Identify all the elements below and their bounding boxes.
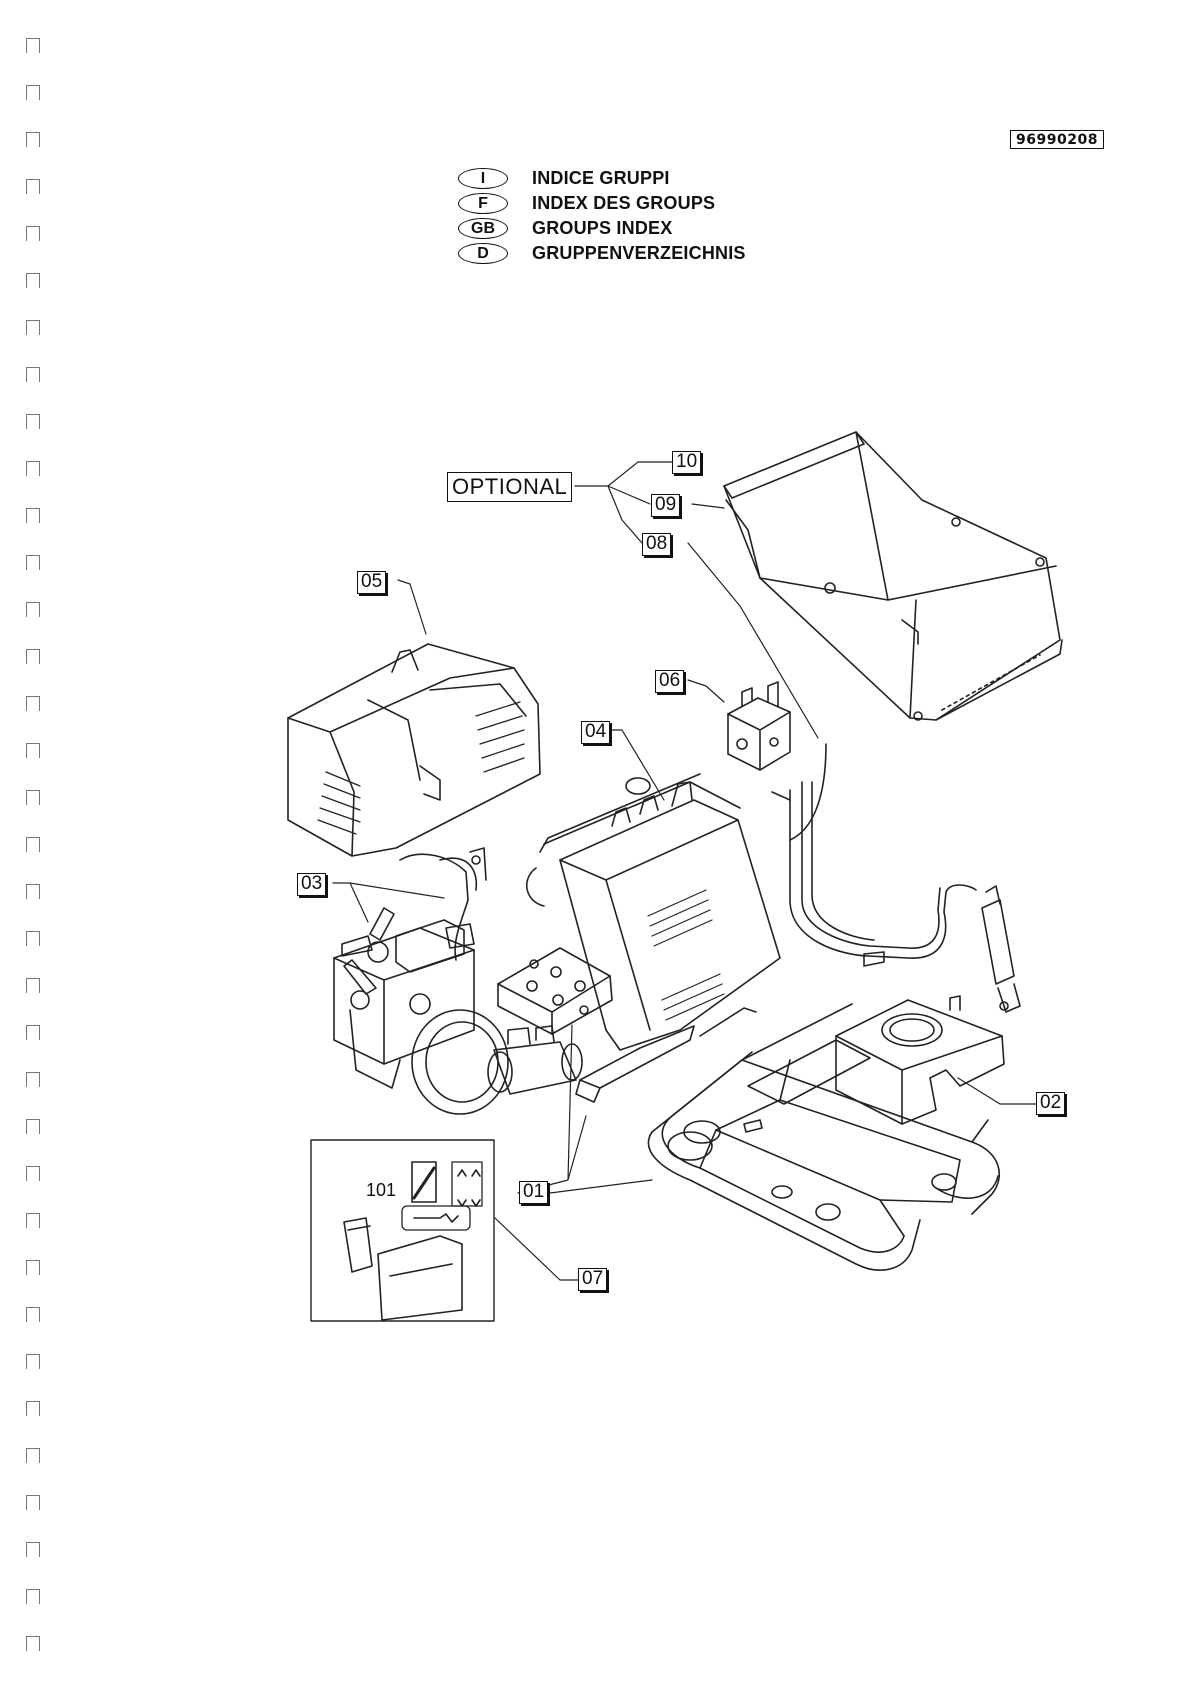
engine-assembly	[334, 848, 582, 1114]
engine-hood	[288, 644, 540, 856]
group-04-label: 04	[581, 721, 610, 744]
group-02-label: 02	[1036, 1092, 1065, 1115]
optional-label: OPTIONAL	[447, 472, 572, 502]
leader-lines	[333, 462, 1036, 1280]
group-03-label: 03	[297, 873, 326, 896]
tracked-chassis	[648, 1004, 999, 1270]
hydraulic-hoses	[772, 744, 1020, 1012]
group-07-label: 07	[578, 1268, 607, 1291]
kit-panel	[311, 1140, 494, 1321]
group-09-label: 09	[651, 494, 680, 517]
group-06-label: 06	[655, 670, 684, 693]
bucket	[724, 432, 1062, 720]
group-10-label: 10	[672, 451, 701, 474]
group-08-label: 08	[642, 533, 671, 556]
control-valve	[728, 682, 790, 770]
group-01-label: 01	[519, 1181, 548, 1204]
fuel-tank	[836, 996, 1004, 1124]
group-05-label: 05	[357, 571, 386, 594]
kit-decal-number: 101	[366, 1180, 396, 1201]
